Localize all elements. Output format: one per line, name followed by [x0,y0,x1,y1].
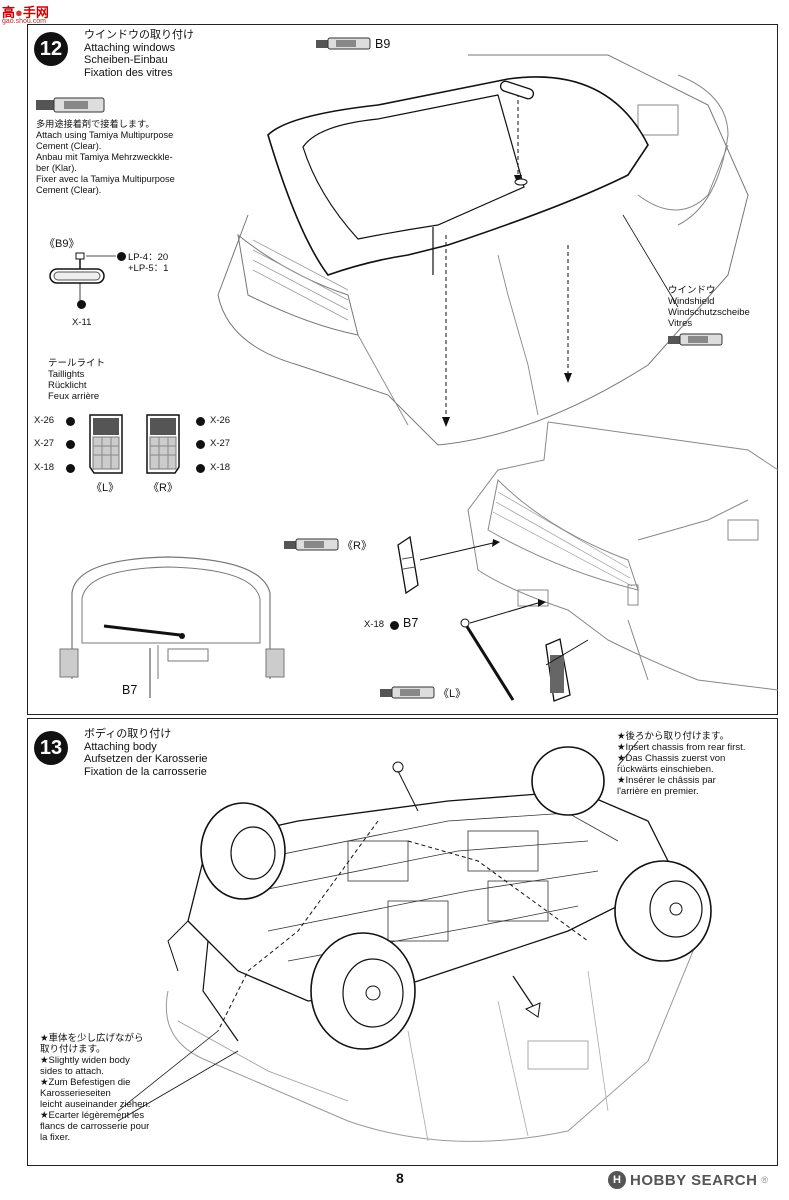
b7-x18-label: X-18 [364,619,385,630]
step-12-title-en: Attaching windows [84,41,176,54]
marker-parts-drawing [397,535,589,702]
tail-right-caption: 《R》 [148,482,178,494]
widen-body-note: ★車体を少し広げながら 取り付けます。 ★Slightly widen body… [40,1033,151,1143]
hobby-search-badge-icon: H [608,1171,626,1189]
chassis-body-drawing [117,740,712,1142]
tail-right-dot-2 [196,440,205,449]
rear-insert-note: ★後ろから取り付けます。 ★Insert chassis from rear f… [617,731,746,797]
step-13-number: 13 [34,731,68,765]
step-13-panel: 13 ボディの取り付け Attaching body Aufsetzen der… [27,718,778,1166]
b9-x11-label: X-11 [72,317,92,328]
step-12-title: ウインドウの取り付け Attaching windows Scheiben-Ei… [84,29,194,79]
step-13-title: ボディの取り付け Attaching body Aufsetzen der Ka… [84,728,208,778]
b9-x11-dot [77,300,86,309]
tail-left-x18: X-18 [34,462,55,473]
step-13-title-en: Attaching body [84,740,157,753]
tail-right-dot-1 [196,417,205,426]
b9-paint-dot [117,252,126,261]
tail-left-dot-3 [66,464,75,473]
l-cement-tube-icon [380,686,435,699]
rear-window-b7-label: B7 [122,683,138,697]
tail-right-dot-3 [196,464,205,473]
b9-label: B9 [375,37,391,51]
tail-right-x26: X-26 [210,415,231,426]
cement-note: 多用途接着剤で接着します。 Attach using Tamiya Multip… [36,119,175,195]
l-callout-label: 《L》 [438,688,467,700]
tail-left-x27: X-27 [34,438,55,449]
windshield-cement-tube-icon [668,333,723,346]
step-12-title-de: Scheiben-Einbau [84,54,168,66]
r-callout-label: 《R》 [342,540,372,552]
watermark-logo: 高●手网 [2,5,49,20]
taillight-right-drawing [146,414,180,474]
step-13-title-de: Aufsetzen der Karosserie [84,753,208,765]
hobby-search-logo: H HOBBY SEARCH ® [608,1171,768,1189]
windshield-label: ウインドウ Windshield Windschutzscheibe Vitre… [668,285,750,329]
b7-x18-dot [390,621,399,630]
b9-paint-2: +LP-5：1 [128,263,169,274]
step-12-title-jp: ウインドウの取り付け [84,29,194,41]
tail-right-x27: X-27 [210,438,231,449]
b7-label: B7 [403,616,419,630]
r-cement-tube-icon [284,538,339,551]
step-13-title-fr: Fixation de la carrosserie [84,765,207,778]
b9-paint-1: LP-4：20 [128,252,169,263]
rear-window-drawing [59,556,285,698]
hobby-search-text: HOBBY SEARCH [630,1171,758,1189]
tail-left-dot-2 [66,440,75,449]
page-number: 8 [396,1170,404,1186]
cement-tube-icon [36,97,105,113]
tail-left-dot-1 [66,417,75,426]
watermark-domain: gao.shou.com [2,18,46,25]
step-13-title-jp: ボディの取り付け [84,728,172,740]
step-12-number: 12 [34,32,68,66]
b9-detail-title: 《B9》 [44,238,80,250]
tail-left-x26: X-26 [34,415,55,426]
step-12-title-fr: Fixation des vitres [84,66,173,79]
hobby-search-registered: ® [761,1175,769,1185]
tail-left-caption: 《L》 [91,482,120,494]
taillight-left-drawing [89,414,123,474]
b9-mirror-drawing [49,252,116,301]
step-12-panel: 12 ウインドウの取り付け Attaching windows Scheiben… [27,24,779,715]
car-body-main-drawing [217,54,749,446]
watermark: 高●手网 gao.shou.com [2,2,72,30]
taillights-label: テールライト Taillights Rücklicht Feux arrière [48,358,106,402]
car-rear-drawing [467,421,779,691]
b9-cement-tube-icon [316,37,371,50]
tail-right-x18: X-18 [210,462,231,473]
